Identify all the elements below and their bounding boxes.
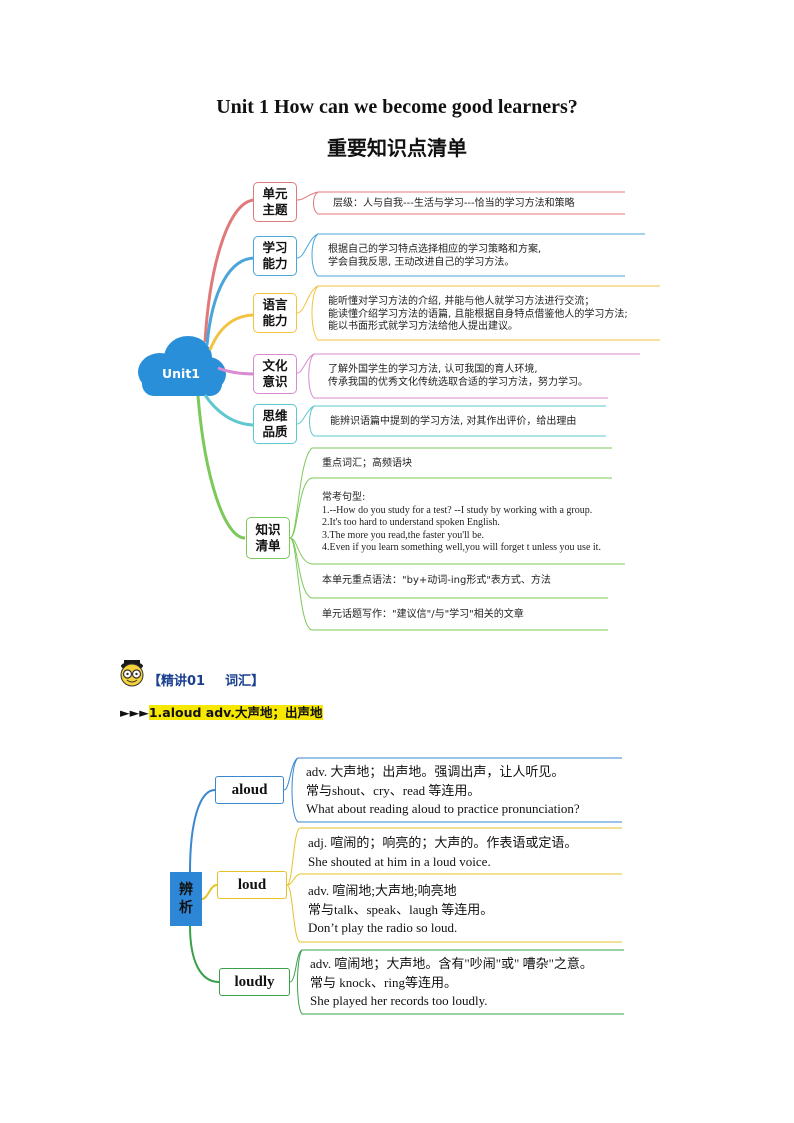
branch-text-learning: 根据自己的学习特点选择相应的学习策略和方案, 学会自我反思, 王动改进自己的学习… [328,244,542,268]
loud-adj-explanation: adj. 喧闹的；响亮的；大声的。作表语或定语。 She shouted at … [308,835,578,869]
arrow-icons: ►►► [120,705,149,720]
compare-side-label: 辨 析 [170,872,202,926]
knowledge-grammar: 本单元重点语法："by+动词-ing形式"表方式、方法 [322,575,551,586]
word-box-aloud: aloud [215,776,284,804]
branch-label-theme: 单元 主题 [253,182,297,222]
mindmap-center-label: Unit1 [161,366,200,381]
item-heading: ►►►1.aloud adv.大声地；出声地 [120,702,323,721]
loud-adv-explanation: adv. 喧闹地;大声地;响亮地 常与talk、speak、laugh 等连用。… [308,883,494,935]
item-heading-text: 1.aloud adv.大声地；出声地 [148,705,323,720]
emoji-glasses-icon [120,660,144,687]
mindmap-cloud-icon [138,336,226,396]
branch-text-language: 能听懂对学习方法的介绍, 并能与他人就学习方法进行交流； 能读懂介绍学习方法的语… [328,296,628,332]
page-title: Unit 1 How can we become good learners? [216,96,578,118]
branch-label-learning: 学习 能力 [253,236,297,276]
branch-text-theme: 层级：人与自我---生活与学习---恰当的学习方法和策略 [333,198,575,209]
word-box-loud: loud [217,871,287,899]
branch-label-culture: 文化 意识 [253,354,297,394]
word-box-loudly: loudly [219,968,290,996]
branch-text-culture: 了解外国学生的学习方法, 认可我国的育人环境, 传承我国的优秀文化传统选取合适的… [328,364,588,388]
aloud-explanation: adv. 大声地；出声地。强调出声，让人听见。 常与shout、cry、read… [306,764,580,816]
branch-label-language: 语言 能力 [253,293,297,333]
knowledge-vocab: 重点词汇；高频语块 [322,458,412,469]
page-subtitle: 重要知识点清单 [327,136,467,160]
loudly-explanation: adv. 喧闹地；大声地。含有"吵闹"或" 嘈杂"之意。 常与 knock、ri… [310,956,593,1008]
knowledge-sentences: 常考句型: 1.--How do you study for a test? -… [322,492,601,553]
branch-label-thinking: 思维 品质 [253,404,297,444]
knowledge-writing: 单元话题写作："建议信"/与"学习"相关的文章 [322,609,524,620]
branch-text-thinking: 能辨识语篇中提到的学习方法, 对其作出评价，给出理由 [330,416,577,427]
branch-label-knowledge: 知识 清单 [246,517,290,559]
